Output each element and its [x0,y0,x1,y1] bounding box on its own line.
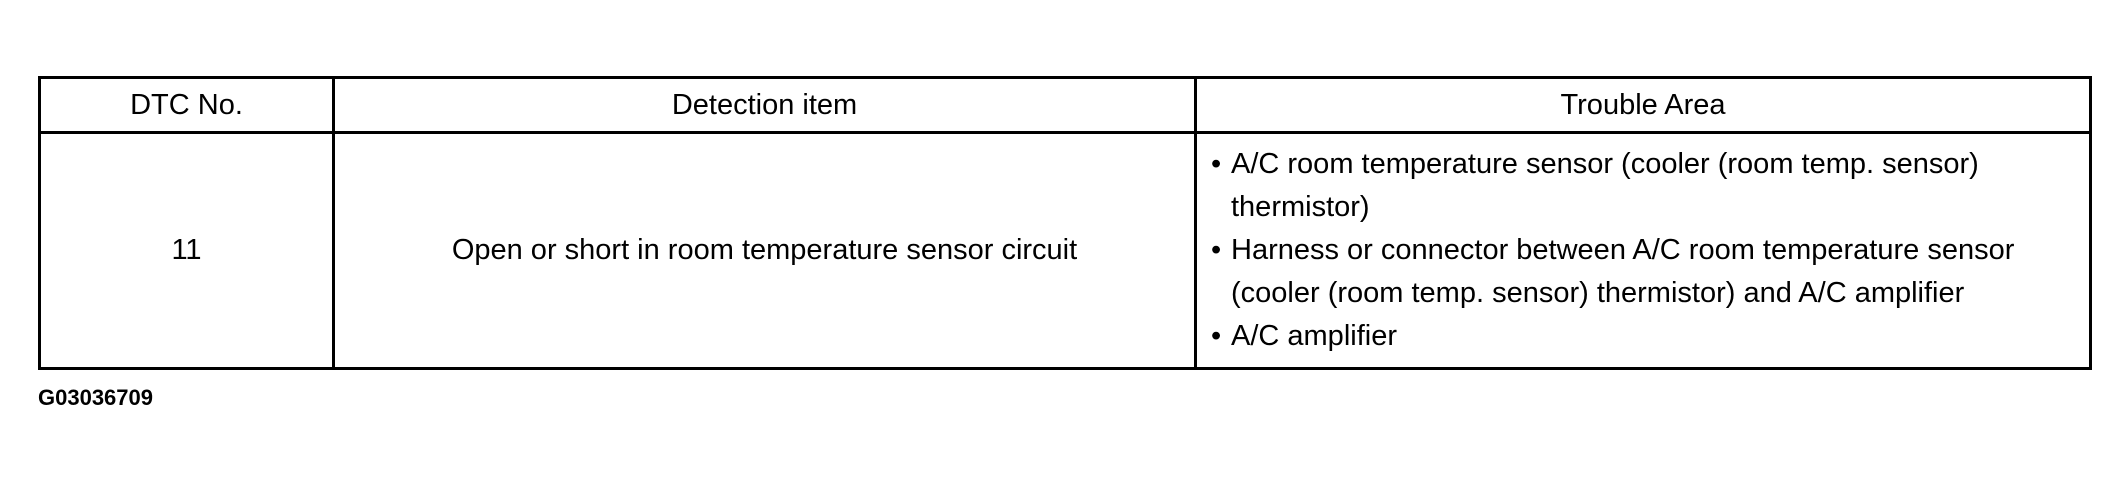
bullet-icon: • [1211,234,1222,266]
trouble-area-text: Harness or connector between A/C room te… [1231,234,2015,309]
header-detection-item: Detection item [332,76,1197,134]
detection-item-cell: Open or short in room temperature sensor… [332,131,1197,370]
figure-code: G03036709 [38,385,153,410]
trouble-area-item: • A/C amplifier [1211,315,2081,358]
bullet-icon: • [1211,320,1222,352]
trouble-area-text: A/C amplifier [1231,320,1397,352]
trouble-area-list: • A/C room temperature sensor (cooler (r… [1211,143,2081,358]
trouble-area-text: A/C room temperature sensor (cooler (roo… [1231,148,1979,223]
table-header-row: DTC No. Detection item Trouble Area [38,76,2092,134]
trouble-area-item: • Harness or connector between A/C room … [1211,229,2081,315]
dtc-table: DTC No. Detection item Trouble Area 11 O… [38,76,2092,370]
table-row: 11 Open or short in room temperature sen… [38,131,2092,370]
trouble-area-cell: • A/C room temperature sensor (cooler (r… [1194,131,2092,370]
header-dtc-no: DTC No. [38,76,335,134]
bullet-icon: • [1211,148,1222,180]
trouble-area-item: • A/C room temperature sensor (cooler (r… [1211,143,2081,229]
header-trouble-area: Trouble Area [1194,76,2092,134]
dtc-number-cell: 11 [38,131,335,370]
